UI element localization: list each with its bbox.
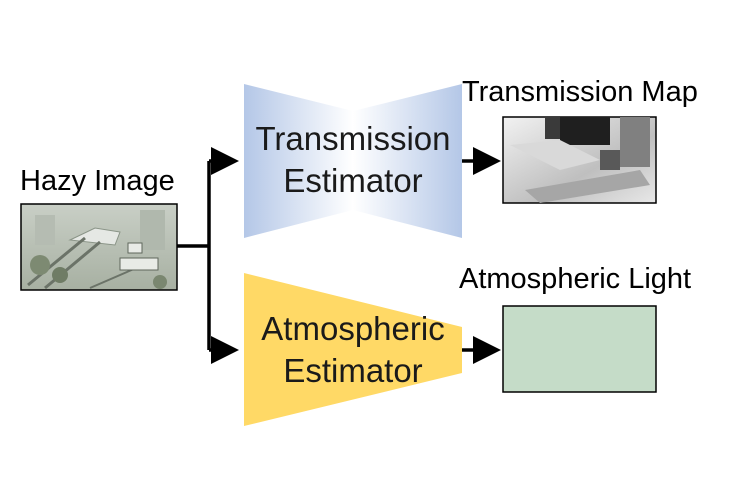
hazy-image-thumbnail xyxy=(20,203,178,291)
atmospheric-estimator-line1: Atmospheric xyxy=(261,310,445,347)
atmospheric-light-label: Atmospheric Light xyxy=(459,263,692,295)
transmission-map-label: Transmission Map xyxy=(462,76,698,108)
transmission-estimator-block xyxy=(244,84,462,238)
atmospheric-estimator-block xyxy=(244,273,462,426)
transmission-estimator-line2: Estimator xyxy=(283,162,423,199)
atmospheric-light-box xyxy=(502,305,657,393)
split-connector xyxy=(177,147,239,364)
transmission-estimator-text: Transmission Estimator xyxy=(244,118,462,202)
transmission-map-thumbnail xyxy=(502,116,657,204)
transmission-estimator-line1: Transmission xyxy=(255,120,451,157)
atmospheric-estimator-text: Atmospheric Estimator xyxy=(244,308,462,392)
atmospheric-estimator-line2: Estimator xyxy=(283,352,423,389)
hazy-image-label: Hazy Image xyxy=(20,165,175,197)
